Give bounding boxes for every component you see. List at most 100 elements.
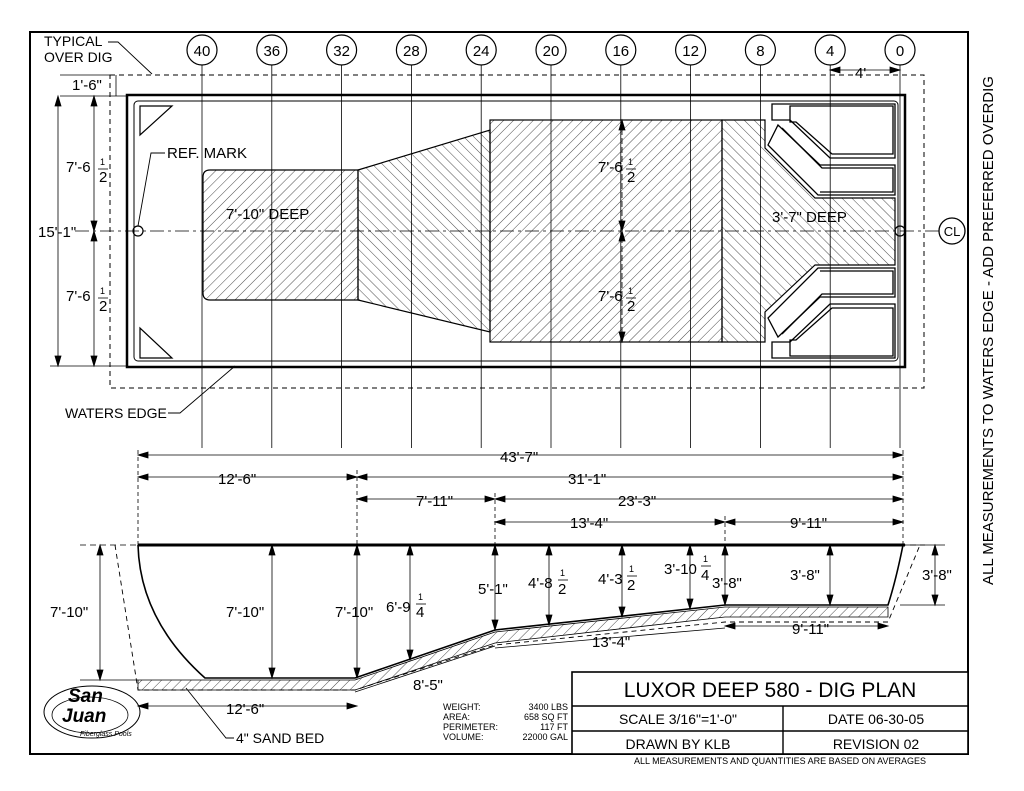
stat-value: 117 FT	[540, 722, 568, 732]
grid-bubble-36	[256, 34, 288, 66]
corner-mark-bottom-left	[139, 326, 174, 359]
stat-value: 22000 GAL	[522, 732, 568, 742]
logo-line1: San	[68, 686, 103, 707]
scale: SCALE 3/16"=1'-0"	[619, 711, 737, 727]
plan-view: CL 7'-10" DEEP 3'-7" DEEP REF. MARK WATE…	[38, 33, 966, 421]
depth-g-num: 1	[703, 554, 708, 564]
frac-den-4: 2	[627, 298, 635, 315]
transition-length: 13'-4"	[570, 515, 608, 532]
overall-length: 43'-7"	[500, 449, 538, 466]
revision: REVISION 02	[833, 736, 920, 752]
grid-bubble-0	[884, 34, 916, 66]
grid-label-32: 32	[333, 43, 350, 60]
frac-den-3: 2	[627, 169, 635, 186]
deep-end-label: 7'-10" DEEP	[226, 206, 309, 223]
grid-label-8: 8	[756, 43, 764, 60]
stat-label: AREA:	[443, 712, 470, 722]
logo-tagline: Fiberglass Pools	[80, 731, 132, 738]
centerline-symbol	[938, 217, 966, 245]
depth-lines	[80, 543, 945, 682]
grid-label-12: 12	[682, 43, 699, 60]
footnote: ALL MEASUREMENTS AND QUANTITIES ARE BASE…	[634, 756, 926, 766]
frac-num-3: 1	[628, 157, 633, 167]
depth-d: 5'-1"	[478, 581, 508, 598]
plan-width-dims	[50, 94, 128, 368]
pool-profile	[137, 544, 904, 679]
grid-label-4: 4	[826, 43, 834, 60]
frac-den: 2	[99, 169, 107, 186]
grid-label-24: 24	[473, 43, 490, 60]
four-ft-dim	[828, 66, 902, 74]
title-block: LUXOR DEEP 580 - DIG PLAN SCALE 3/16"=1'…	[571, 671, 969, 766]
frac-den-2: 2	[99, 298, 107, 315]
typical-over-dig-label-1: TYPICAL	[44, 33, 103, 49]
steps-bottom	[767, 267, 896, 359]
mid-half-upper: 7'-6	[598, 159, 623, 176]
shallow-end-label: 3'-7" DEEP	[772, 209, 847, 226]
steps-top	[767, 103, 896, 196]
grid-label-20: 20	[543, 43, 560, 60]
waters-edge-label: WATERS EDGE	[65, 405, 167, 421]
mid-half-lower: 7'-6	[598, 288, 623, 305]
grid-bubble-12	[674, 34, 707, 66]
grid-bubble-32	[326, 34, 358, 66]
slope-length: 7'-11"	[416, 493, 453, 510]
stat-label: WEIGHT:	[443, 702, 481, 712]
half-width-lower: 7'-6	[66, 288, 91, 305]
grid-label-36: 36	[263, 43, 280, 60]
ref-mark-leader	[137, 152, 165, 227]
depth-e: 4'-8	[528, 575, 553, 592]
grid-bubble-28	[395, 34, 427, 66]
drawing-title: LUXOR DEEP 580 - DIG PLAN	[624, 679, 917, 702]
profile-view: 7'-10" 7'-10" 7'-10" 6'-9 1 4 5'-1" 4'-8…	[50, 449, 952, 746]
ref-mark-right	[894, 225, 906, 237]
depth-f: 4'-3	[598, 571, 623, 588]
frac-num: 1	[100, 157, 105, 167]
frac-num-4: 1	[628, 286, 633, 296]
depth-g: 3'-10	[664, 561, 697, 578]
depth-b: 7'-10"	[335, 604, 373, 621]
depth-right: 3'-8"	[922, 567, 952, 584]
drawn-by: DRAWN BY KLB	[625, 736, 730, 752]
depth-c: 6'-9	[386, 599, 411, 616]
depth-f-num: 1	[629, 564, 634, 574]
sand-bed-label: 4" SAND BED	[236, 730, 324, 746]
grid-bubble-20	[535, 34, 567, 66]
grid-bubble-4	[814, 34, 846, 66]
grid-label-40: 40	[194, 43, 211, 60]
waters-edge-leader	[168, 365, 236, 414]
corner-mark-top-left	[139, 105, 174, 137]
depth-left: 7'-10"	[50, 604, 88, 621]
depth-f-den: 2	[627, 577, 635, 594]
grid-bubble-24	[465, 34, 497, 66]
grid-bubble-8	[744, 34, 777, 66]
depth-i: 3'-8"	[790, 567, 820, 584]
frac-num-2: 1	[100, 286, 105, 296]
depth-e-den: 2	[558, 581, 566, 598]
deep-bottom: 12'-6"	[226, 701, 264, 718]
depth-h: 3'-8"	[712, 575, 742, 592]
stat-label: VOLUME:	[443, 732, 484, 742]
shallow-bottom: 9'-11"	[792, 621, 829, 638]
sand-bed	[137, 606, 889, 691]
length-dims	[136, 450, 905, 710]
depth-a: 7'-10"	[226, 604, 264, 621]
grid-label-0: 0	[896, 43, 904, 60]
deep-end-floor	[202, 169, 359, 301]
sand-bed-leader	[185, 687, 234, 739]
deep-length: 12'-6"	[218, 471, 256, 488]
from-slope: 31'-1"	[568, 471, 606, 488]
grid-bubble-16	[605, 34, 637, 66]
overdig-dim: 1'-6"	[72, 77, 102, 94]
sheet-border	[29, 31, 969, 755]
grid-label-16: 16	[612, 43, 629, 60]
slope-bottom: 8'-5"	[413, 677, 443, 694]
date: DATE 06-30-05	[828, 711, 924, 727]
grid-bubble-40	[186, 34, 218, 66]
depth-e-num: 1	[560, 568, 565, 578]
mid-width-dims	[618, 118, 626, 344]
shallow-length: 9'-11"	[790, 515, 827, 532]
stat-value: 658 SQ FT	[524, 712, 569, 722]
grid-label-28: 28	[403, 43, 420, 60]
